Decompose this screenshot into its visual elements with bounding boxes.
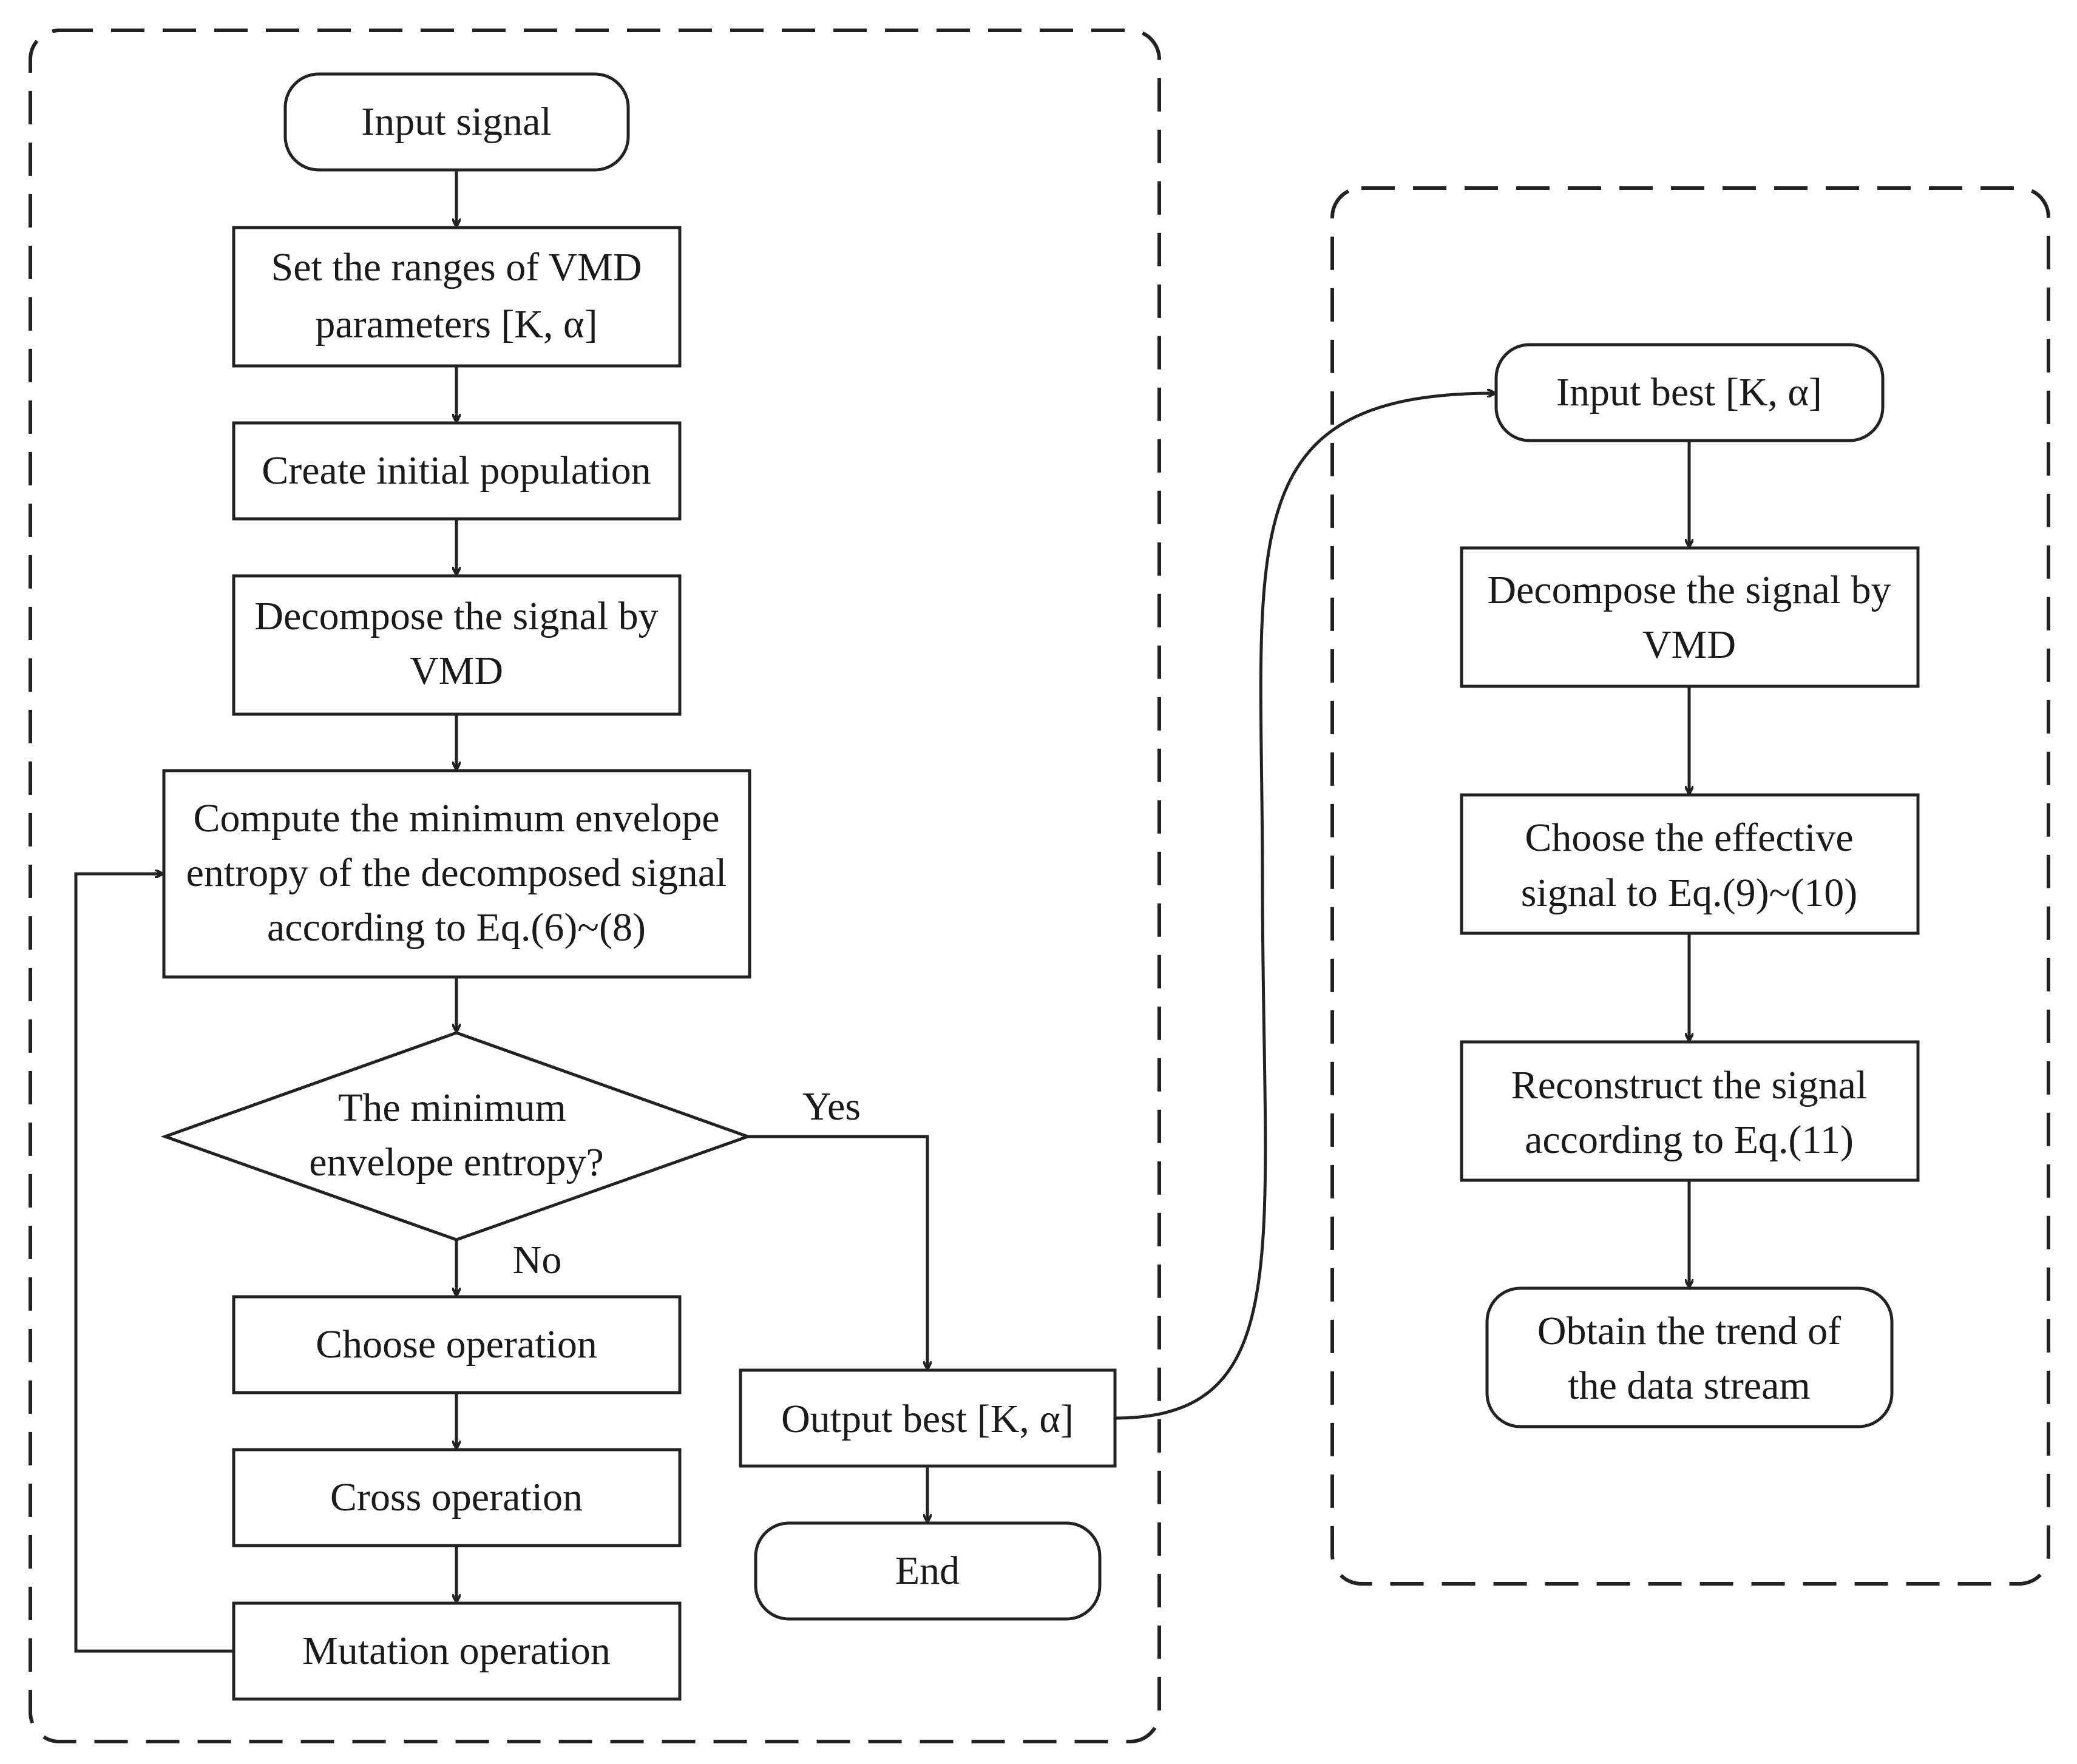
compute-entropy-node: Compute the minimum envelope entropy of … [162,769,751,979]
input-signal-node: Input signal [283,72,630,172]
arrow-output-to-input-best [1114,393,1494,1420]
decision-line-1: The minimum [338,1086,566,1130]
reconstruct-node: Reconstruct the signal according to Eq.(… [1460,1040,1920,1182]
input-best-label: Input best [K, α] [1556,370,1822,414]
left-panel-frame [29,29,1161,1743]
decompose-left-node: Decompose the signal by VMD [232,574,682,716]
right-panel-frame [1330,186,2050,1586]
mutation-operation-node: Mutation operation [232,1601,682,1701]
output-best-label: Output best [K, α] [781,1397,1074,1441]
output-best-node: Output best [K, α] [739,1368,1117,1468]
cross-operation-node: Cross operation [232,1448,682,1547]
reconstruct-line-1: Reconstruct the signal [1511,1063,1868,1107]
choose-operation-node: Choose operation [232,1295,682,1394]
choose-effective-line-2: signal to Eq.(9)~(10) [1521,871,1857,915]
compute-entropy-line-2: entropy of the decomposed signal [186,851,727,895]
end-label: End [895,1549,960,1593]
reconstruct-line-2: according to Eq.(11) [1525,1118,1854,1162]
arrow-mutation-loop-back [74,874,234,1653]
input-signal-label: Input signal [361,100,551,144]
set-ranges-node: Set the ranges of VMD parameters [K, α] [232,226,682,368]
decision-line-2: envelope entropy? [309,1140,604,1184]
yes-label: Yes [802,1084,861,1129]
obtain-trend-line-1: Obtain the trend of [1537,1309,1841,1353]
decision-node: The minimum envelope entropy? [160,1031,753,1242]
mutation-operation-label: Mutation operation [302,1629,611,1673]
decompose-left-line-2: VMD [410,649,503,693]
no-label: No [513,1238,562,1282]
choose-operation-label: Choose operation [316,1322,597,1367]
end-node: End [754,1521,1102,1621]
decompose-left-line-1: Decompose the signal by [254,594,658,638]
set-ranges-line-1: Set the ranges of VMD [271,245,642,289]
decompose-right-node: Decompose the signal by VMD [1460,546,1920,688]
obtain-trend-node: Obtain the trend of the data stream [1485,1286,1894,1428]
create-population-node: Create initial population [232,421,682,521]
decompose-right-line-2: VMD [1642,623,1736,667]
arrow-yes-to-output [748,1135,927,1368]
cross-operation-label: Cross operation [330,1475,583,1519]
set-ranges-line-2: parameters [K, α] [315,302,597,346]
compute-entropy-line-3: according to Eq.(6)~(8) [267,905,646,950]
choose-effective-line-1: Choose the effective [1525,816,1853,860]
choose-effective-node: Choose the effective signal to Eq.(9)~(1… [1460,793,1920,935]
compute-entropy-line-1: Compute the minimum envelope [193,796,719,840]
decompose-right-line-1: Decompose the signal by [1487,568,1891,612]
obtain-trend-line-2: the data stream [1568,1364,1810,1408]
input-best-node: Input best [K, α] [1494,343,1885,442]
create-population-label: Create initial population [262,448,651,493]
